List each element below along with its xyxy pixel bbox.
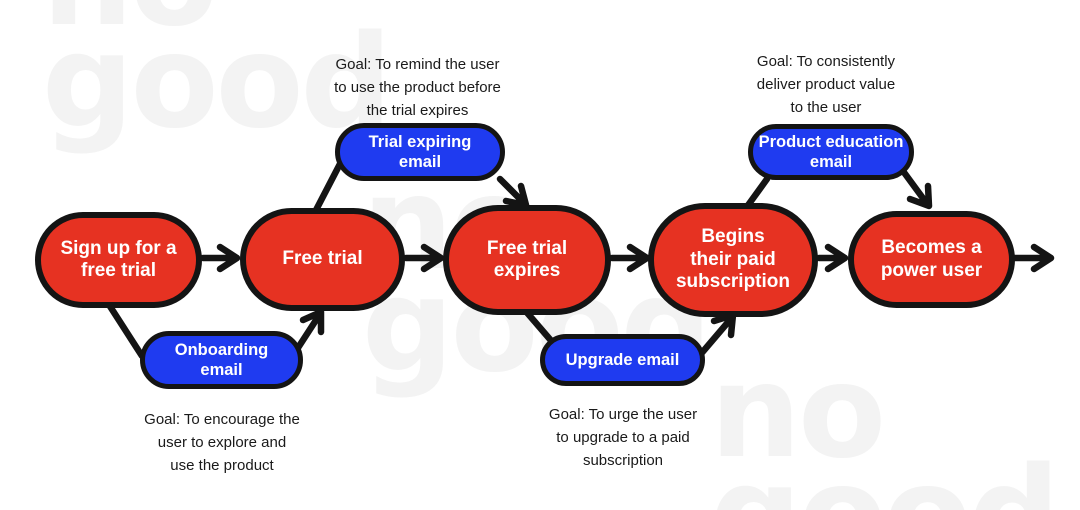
stage-label: Free trial expires [486, 237, 568, 282]
stage-label: Sign up for a free trial [60, 237, 177, 282]
email-label: Upgrade email [565, 351, 680, 369]
email-node-upgrade: Upgrade email [540, 334, 705, 386]
stage-node-power-user: Becomes a power user [848, 211, 1015, 308]
goal-note-trial-expiring: Goal: To remind the user to use the prod… [334, 56, 501, 119]
brand-watermark-bottom-right: no good [710, 338, 1060, 510]
brand-watermark-top-left: no good [42, 0, 392, 157]
email-label: Product education email [758, 133, 904, 171]
stage-node-trial-expires: Free trial expires [443, 205, 611, 315]
email-label: Onboarding email [174, 341, 269, 379]
stage-label: Becomes a power user [880, 237, 983, 281]
arrow-paid-to-poweruser [815, 243, 849, 273]
goal-note-product-education: Goal: To consistently deliver product va… [756, 53, 896, 116]
goal-note-onboarding: Goal: To encourage the user to explore a… [144, 411, 300, 474]
arrow-freetrial-to-expires [402, 243, 445, 273]
email-node-trial-expiring: Trial expiring email [335, 123, 505, 181]
goal-note-upgrade: Goal: To urge the user to upgrade to a p… [548, 406, 698, 469]
arrow-signup-to-freetrial [199, 243, 241, 273]
stage-node-free-trial: Free trial [240, 208, 405, 311]
arrow-upgrade-to-paid [696, 311, 737, 359]
arrow-producteducation-to-poweruser [899, 167, 933, 210]
arrow-expires-to-paid [608, 243, 651, 273]
email-node-product-education: Product education email [748, 124, 914, 180]
line-freetrial-to-trialexpiring [311, 156, 346, 216]
arrow-poweruser-exit [1010, 243, 1055, 273]
arrow-trialexpiring-to-expires [496, 175, 530, 209]
stage-label: Free trial [282, 248, 363, 270]
email-node-onboarding: Onboarding email [140, 331, 303, 389]
email-label: Trial expiring email [368, 133, 472, 171]
stage-node-signup: Sign up for a free trial [35, 212, 202, 308]
stage-node-paid-subscription: Begins their paid subscription [648, 203, 818, 317]
stage-label: Begins their paid subscription [675, 226, 790, 293]
